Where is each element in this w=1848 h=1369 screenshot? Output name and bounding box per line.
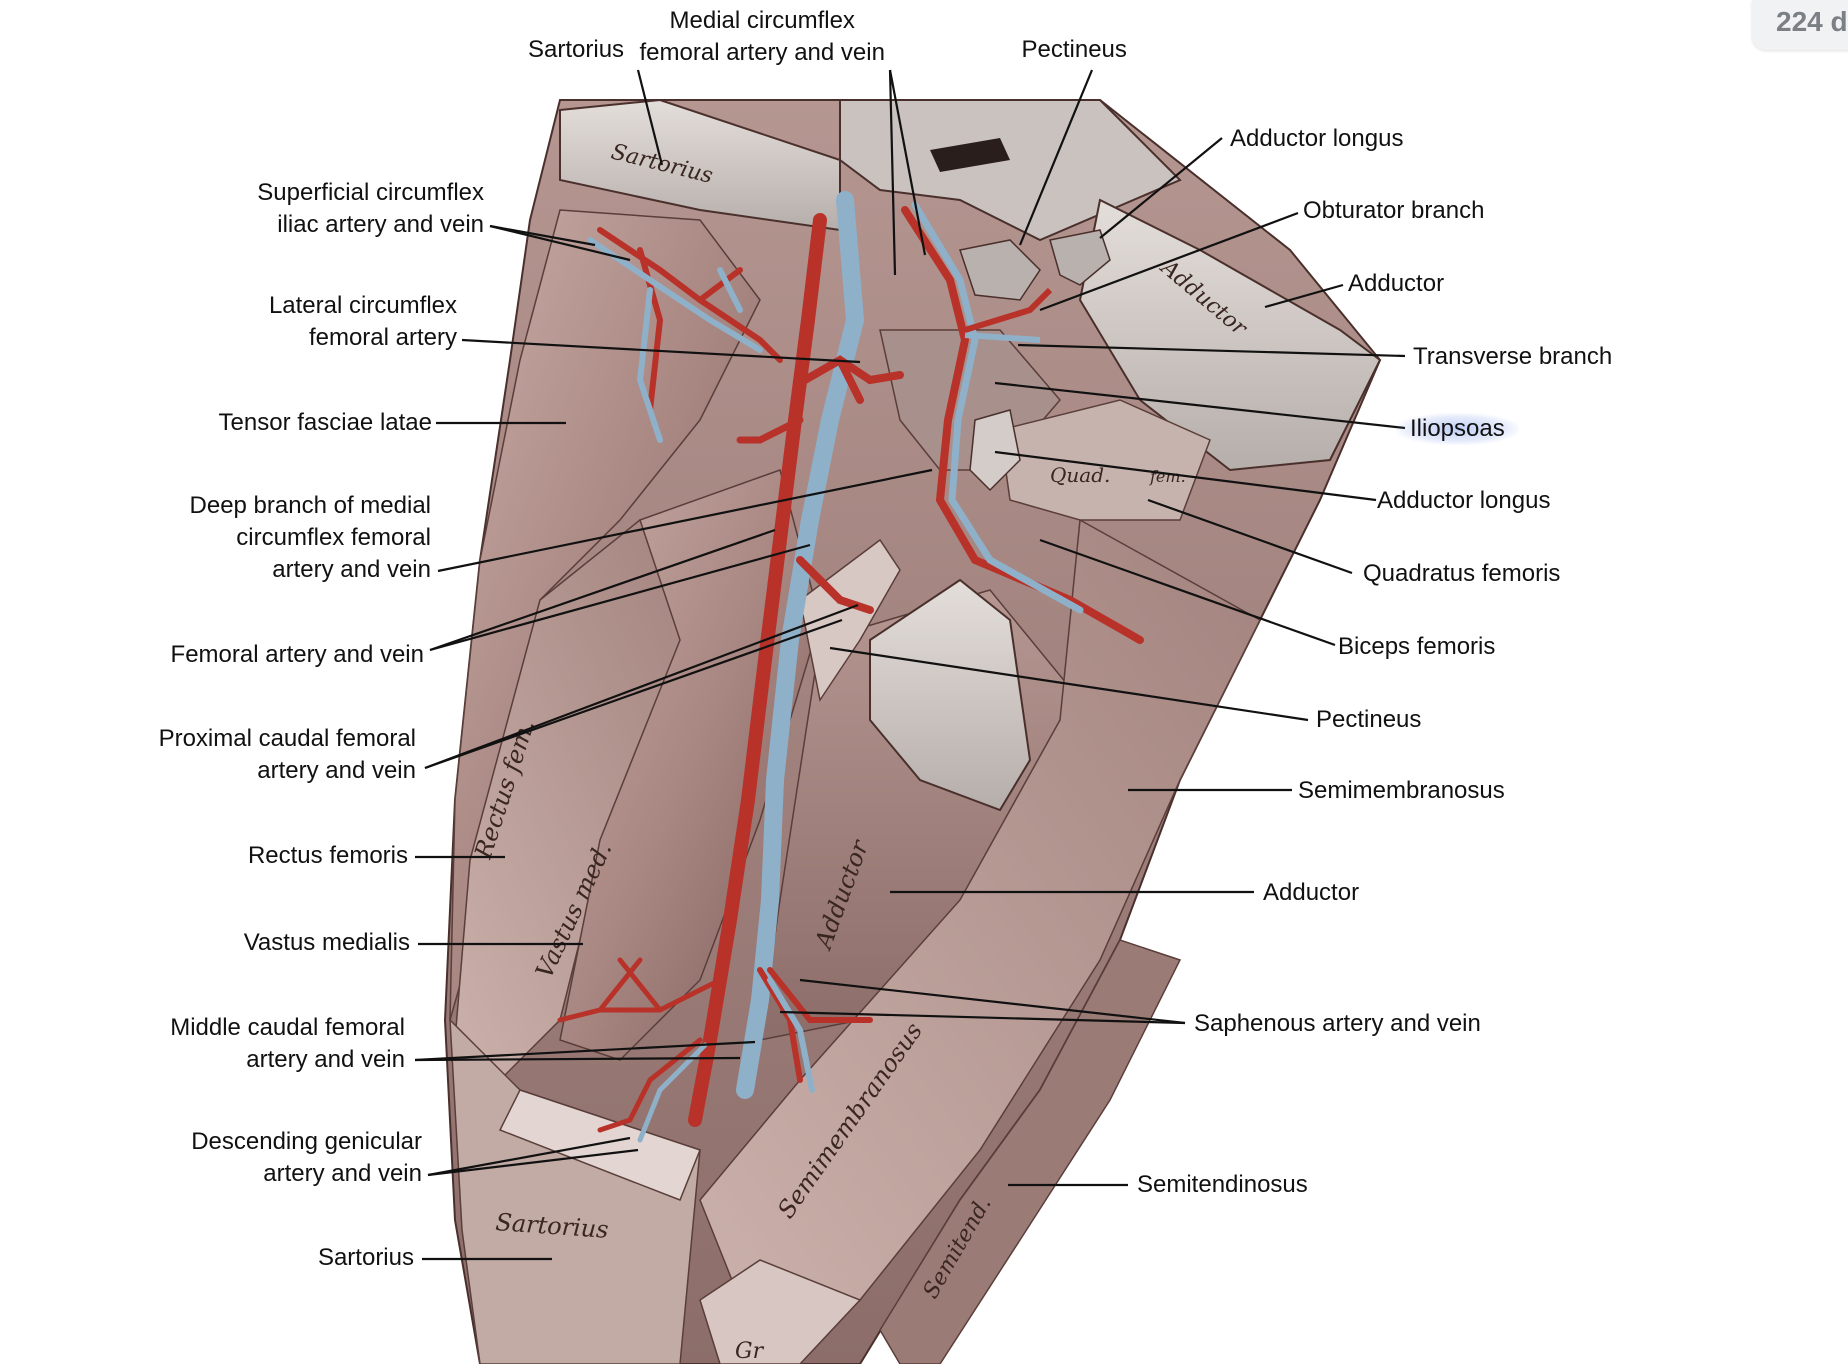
sartorius-cut-edge (498, 1089, 701, 1201)
pectineus-muscle-mid (799, 538, 901, 702)
label-line: Superficial circumflex (257, 179, 484, 206)
label-middle-caudal: Middle caudal femoral artery and vein (170, 1012, 405, 1076)
middle-caudal-vessels (557, 957, 723, 1023)
label-text: Adductor (1348, 270, 1445, 297)
label-text-highlighted: Iliopsoas (1396, 413, 1519, 445)
label-medial-circumflex: Medial circumflex femoral artery and vei… (640, 5, 885, 69)
label-text: Sartorius (528, 36, 625, 63)
label-transverse-branch: Transverse branch (1413, 341, 1612, 373)
label-line: Middle caudal femoral (170, 1014, 405, 1041)
label-text: Adductor longus (1230, 125, 1404, 152)
inscription-fem: fem. (1149, 467, 1186, 486)
label-top-sartorius: Sartorius (528, 34, 624, 66)
obturator-branch-vessel (964, 287, 1053, 333)
label-text: Saphenous artery and vein (1194, 1010, 1481, 1037)
leader-lines (414, 69, 1406, 1261)
adductor-longus-cut (969, 409, 1021, 492)
label-line: Medial circumflex (669, 7, 855, 34)
label-line: Deep branch of medial (189, 492, 431, 519)
saphenous-vessels (757, 967, 873, 1083)
label-biceps-femoris: Biceps femoris (1338, 631, 1495, 663)
label-obturator-branch: Obturator branch (1303, 195, 1484, 227)
label-semitendinosus: Semitendinosus (1137, 1169, 1308, 1201)
label-text: Semitendinosus (1137, 1171, 1308, 1198)
lateral-circumflex-artery (801, 355, 904, 404)
label-text: Rectus femoris (247, 842, 408, 869)
label-adductor-longus-2: Adductor longus (1377, 485, 1550, 517)
label-text: Vastus medialis (243, 929, 410, 956)
label-femoral: Femoral artery and vein (171, 639, 424, 671)
superficial-circumflex-artery (597, 227, 783, 413)
label-superficial-circumflex: Superficial circumflex iliac artery and … (257, 177, 484, 241)
page-number-badge: 224 d (1752, 0, 1848, 50)
label-line: Lateral circumflex (268, 292, 457, 319)
femoral-vein-trunk (736, 191, 865, 1099)
descending-genicular-vein (637, 1042, 708, 1143)
medial-circumflex-vein (911, 201, 1084, 614)
label-text: Adductor longus (1377, 487, 1551, 514)
label-proximal-caudal: Proximal caudal femoral artery and vein (159, 723, 416, 787)
label-line: artery and vein (272, 556, 431, 583)
label-quadratus-femoris: Quadratus femoris (1363, 558, 1560, 590)
label-text: Adductor (1263, 879, 1360, 906)
label-tensor-fasciae-latae: Tensor fasciae latae (219, 407, 432, 439)
gracilis-cut (699, 1259, 862, 1365)
label-line: artery and vein (263, 1160, 422, 1187)
label-line: femoral artery (308, 324, 457, 351)
adductor-longus-stub (1049, 229, 1111, 286)
transverse-branch (964, 332, 1041, 343)
obturator-hole (930, 138, 1010, 172)
label-text: Transverse branch (1413, 343, 1613, 370)
label-text: Sartorius (317, 1244, 414, 1271)
quadratus-femoris-muscle (999, 399, 1211, 521)
label-text: Pectineus (1316, 706, 1422, 733)
label-saphenous: Saphenous artery and vein (1194, 1008, 1481, 1040)
femoral-artery-trunk (688, 213, 827, 1127)
pelvic-region (839, 99, 1182, 242)
label-vastus-medialis: Vastus medialis (244, 927, 410, 959)
descending-genicular-vessels (597, 1037, 703, 1133)
label-bottom-sartorius: Sartorius (318, 1242, 414, 1274)
label-text: Biceps femoris (1338, 633, 1496, 660)
label-line: iliac artery and vein (277, 211, 484, 238)
label-line: Descending genicular (191, 1128, 422, 1155)
label-text: Femoral artery and vein (170, 641, 424, 668)
label-iliopsoas: Iliopsoas (1396, 413, 1519, 445)
label-adductor-longus-1: Adductor longus (1230, 123, 1403, 155)
inscription-quad: Quad. (1050, 463, 1110, 487)
pectineus-cut-center (869, 578, 1032, 812)
label-top-pectineus: Pectineus (1022, 34, 1127, 66)
label-adductor-1: Adductor (1348, 268, 1444, 300)
saphenous-vein (767, 977, 815, 1093)
label-right-pectineus: Pectineus (1316, 704, 1421, 736)
label-adductor-2: Adductor (1263, 877, 1359, 909)
lateral-circumflex-artery-2 (736, 416, 804, 444)
label-lateral-circumflex: Lateral circumflex femoral artery (269, 290, 457, 354)
superficial-circumflex-vein (587, 237, 763, 443)
label-text: Obturator branch (1303, 197, 1485, 224)
label-line: artery and vein (246, 1046, 405, 1073)
label-descending-genicular: Descending genicular artery and vein (191, 1126, 422, 1190)
label-text: Tensor fasciae latae (218, 409, 432, 436)
label-text: Semimembranosus (1298, 777, 1505, 804)
pectineus-stub (959, 239, 1041, 301)
label-line: artery and vein (257, 757, 416, 784)
label-deep-branch: Deep branch of medial circumflex femoral… (190, 490, 431, 586)
label-line: femoral artery and vein (639, 39, 885, 66)
label-line: Proximal caudal femoral (158, 725, 416, 752)
inscription-gr: Gr (735, 1339, 765, 1364)
label-rectus-femoris: Rectus femoris (248, 840, 408, 872)
label-line: circumflex femoral (236, 524, 431, 551)
proximal-caudal-vessels (796, 556, 874, 614)
label-text: Pectineus (1021, 36, 1127, 63)
label-semimembranosus: Semimembranosus (1298, 775, 1505, 807)
label-text: Quadratus femoris (1363, 560, 1561, 587)
